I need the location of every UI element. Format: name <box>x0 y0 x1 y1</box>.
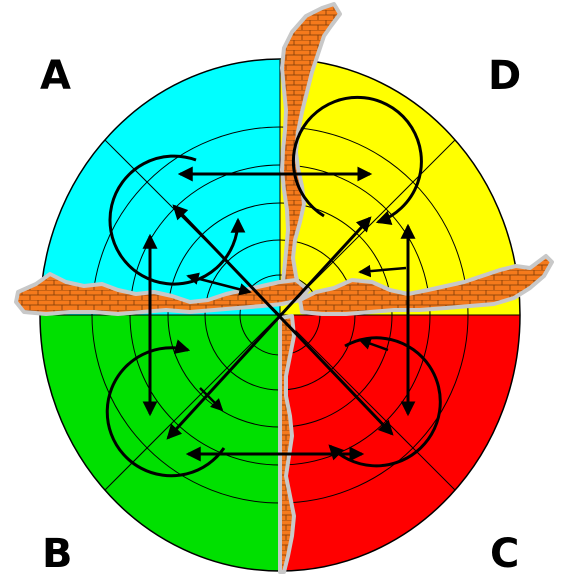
label-a: A <box>40 56 71 96</box>
label-b: B <box>42 534 73 574</box>
wall-vertical-bottom <box>280 316 294 572</box>
label-d: D <box>488 56 521 96</box>
brick-walls <box>16 4 552 572</box>
label-c: C <box>490 534 519 574</box>
